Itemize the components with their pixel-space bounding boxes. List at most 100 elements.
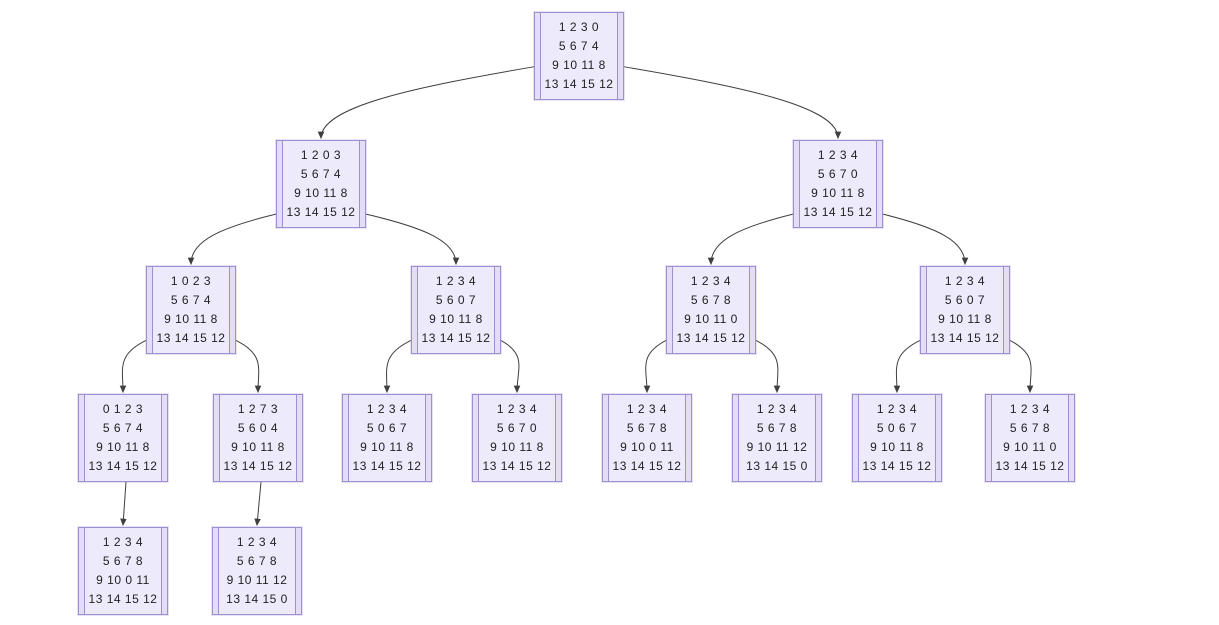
grid-row: 1 0 2 3: [170, 274, 212, 288]
grid-row: 13 14 15 12: [421, 331, 491, 345]
grid-row: 13 14 15 12: [995, 459, 1065, 473]
grid-row: 0 1 2 3: [102, 402, 144, 416]
grid-row: 1 2 3 4: [102, 535, 144, 549]
tree-node-L4-0: 1 2 3 4 5 6 7 8 9 10 0 11 13 14 15 12: [78, 527, 168, 615]
grid-row: 1 2 3 4: [236, 535, 278, 549]
grid-row: 5 6 7 4: [102, 421, 144, 435]
grid-row: 9 10 11 8: [552, 58, 606, 72]
grid-row: 5 6 0 7: [435, 293, 477, 307]
edge-L3-1-to-L4-1: [254, 481, 262, 527]
grid-row: 9 10 11 0: [684, 312, 738, 326]
edge-root-to-L1-1: [622, 66, 842, 140]
grid-row: 13 14 15 12: [286, 205, 356, 219]
puzzle-grid: 1 2 3 4 5 6 7 8 9 10 11 0 13 14 15 12: [991, 395, 1069, 481]
edge-L2-2-to-L3-5: [754, 339, 781, 394]
puzzle-grid: 1 2 3 4 5 6 7 0 9 10 11 8 13 14 15 12: [799, 141, 877, 227]
grid-row: 5 6 7 8: [102, 554, 144, 568]
grid-row: 1 2 3 4: [944, 274, 986, 288]
puzzle-grid: 1 2 3 4 5 6 7 8 9 10 11 12 13 14 15 0: [738, 395, 816, 481]
grid-row: 1 2 3 4: [876, 402, 918, 416]
grid-row: 9 10 11 12: [746, 440, 808, 454]
grid-row: 9 10 11 8: [96, 440, 150, 454]
puzzle-grid: 1 2 3 4 5 6 7 8 9 10 11 12 13 14 15 0: [218, 528, 296, 614]
grid-row: 9 10 11 8: [490, 440, 544, 454]
grid-row: 13 14 15 12: [803, 205, 873, 219]
grid-row: 1 2 3 4: [1009, 402, 1051, 416]
puzzle-grid: 1 2 3 4 5 6 7 8 9 10 11 0 13 14 15 12: [672, 267, 750, 353]
grid-row: 9 10 11 8: [294, 186, 348, 200]
tree-node-L3-7: 1 2 3 4 5 6 7 8 9 10 11 0 13 14 15 12: [985, 394, 1075, 482]
grid-row: 5 6 7 8: [626, 421, 668, 435]
grid-row: 1 2 3 0: [558, 20, 600, 34]
edge-L2-2-to-L3-4: [643, 339, 668, 394]
grid-row: 13 14 15 0: [746, 459, 808, 473]
grid-row: 1 2 3 4: [435, 274, 477, 288]
grid-row: 5 6 7 8: [236, 554, 278, 568]
edge-L1-1-to-L2-3: [881, 213, 969, 266]
tree-node-L2-2: 1 2 3 4 5 6 7 8 9 10 11 0 13 14 15 12: [666, 266, 756, 354]
grid-row: 13 14 15 12: [482, 459, 552, 473]
edge-L2-3-to-L3-7: [1008, 339, 1034, 394]
tree-node-L3-0: 0 1 2 3 5 6 7 4 9 10 11 8 13 14 15 12: [78, 394, 168, 482]
puzzle-grid: 1 2 3 4 5 6 0 7 9 10 11 8 13 14 15 12: [417, 267, 495, 353]
edge-L1-0-to-L2-0: [187, 213, 278, 266]
edge-L2-1-to-L3-2: [383, 339, 413, 394]
edge-L2-0-to-L3-1: [234, 339, 262, 394]
grid-row: 13 14 15 12: [223, 459, 293, 473]
grid-row: 9 10 11 12: [226, 573, 288, 587]
grid-row: 5 6 7 8: [756, 421, 798, 435]
edge-L2-1-to-L3-3: [499, 339, 521, 394]
grid-row: 13 14 15 12: [676, 331, 746, 345]
tree-node-root: 1 2 3 0 5 6 7 4 9 10 11 8 13 14 15 12: [534, 12, 624, 100]
grid-row: 1 2 7 3: [237, 402, 279, 416]
puzzle-grid: 1 2 3 4 5 6 7 8 9 10 0 11 13 14 15 12: [84, 528, 162, 614]
grid-row: 5 6 7 8: [1009, 421, 1051, 435]
grid-row: 1 2 0 3: [300, 148, 342, 162]
edge-L1-0-to-L2-1: [364, 213, 460, 266]
grid-row: 13 14 15 12: [544, 77, 614, 91]
grid-row: 9 10 11 8: [938, 312, 992, 326]
grid-row: 13 14 15 12: [862, 459, 932, 473]
grid-row: 5 0 6 7: [876, 421, 918, 435]
edge-L2-0-to-L3-0: [119, 339, 148, 394]
grid-row: 13 14 15 12: [88, 592, 158, 606]
grid-row: 1 2 3 4: [690, 274, 732, 288]
grid-row: 13 14 15 0: [226, 592, 288, 606]
grid-row: 5 6 7 0: [817, 167, 859, 181]
grid-row: 9 10 0 11: [96, 573, 150, 587]
grid-row: 13 14 15 12: [88, 459, 158, 473]
grid-row: 5 6 7 4: [558, 39, 600, 53]
grid-row: 9 10 11 8: [429, 312, 483, 326]
grid-row: 5 6 0 7: [944, 293, 986, 307]
puzzle-grid: 1 2 3 0 5 6 7 4 9 10 11 8 13 14 15 12: [540, 13, 618, 99]
grid-row: 9 10 11 0: [1003, 440, 1057, 454]
grid-row: 5 6 7 4: [170, 293, 212, 307]
grid-row: 1 2 3 4: [626, 402, 668, 416]
grid-row: 9 10 11 8: [811, 186, 865, 200]
tree-node-L2-1: 1 2 3 4 5 6 0 7 9 10 11 8 13 14 15 12: [411, 266, 501, 354]
grid-row: 1 2 3 4: [366, 402, 408, 416]
grid-row: 1 2 3 4: [756, 402, 798, 416]
edge-L3-0-to-L4-0: [120, 481, 127, 527]
puzzle-grid: 0 1 2 3 5 6 7 4 9 10 11 8 13 14 15 12: [84, 395, 162, 481]
grid-row: 1 2 3 4: [817, 148, 859, 162]
grid-row: 5 6 0 4: [237, 421, 279, 435]
grid-row: 9 10 0 11: [620, 440, 674, 454]
tree-node-L1-1: 1 2 3 4 5 6 7 0 9 10 11 8 13 14 15 12: [793, 140, 883, 228]
grid-row: 5 6 7 8: [690, 293, 732, 307]
grid-row: 5 6 7 0: [496, 421, 538, 435]
tree-node-L3-5: 1 2 3 4 5 6 7 8 9 10 11 12 13 14 15 0: [732, 394, 822, 482]
grid-row: 9 10 11 8: [360, 440, 414, 454]
